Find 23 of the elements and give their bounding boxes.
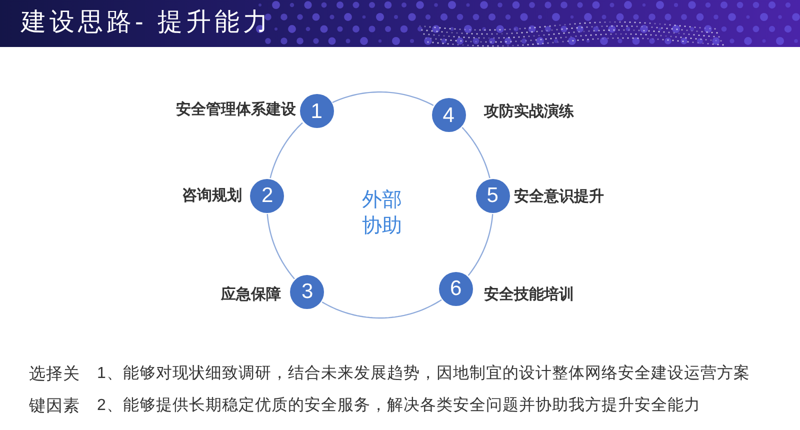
step-number-circle: 6 (438, 272, 473, 306)
ring-arc (332, 91, 434, 106)
key-factor-item: 2、能够提供长期稳定优质的安全服务，解决各类安全问题并协助我方提升安全能力 (97, 396, 700, 416)
ring-arc (468, 214, 494, 276)
step-number-circle: 3 (290, 274, 324, 309)
ring-arc (322, 299, 442, 319)
ring-arc (462, 126, 490, 178)
center-label: 外部协助 (361, 188, 403, 239)
page-title: 建设思路- 提升能力 (21, 7, 272, 37)
step-number-circle: 4 (432, 98, 466, 132)
step-label: 攻防实战演练 (484, 102, 574, 122)
step-number-circle: 1 (300, 94, 334, 128)
key-factor-item: 1、能够对现状细致调研，结合未来发展趋势，因地制宜的设计整体网络安全建设运营方案 (97, 363, 750, 384)
ring-arc (266, 214, 295, 280)
step-number-circle: 5 (476, 178, 510, 213)
step-number-circle: 2 (250, 178, 284, 213)
key-factors-heading: 选择关键因素 (29, 364, 81, 417)
step-label: 安全管理体系建设 (176, 100, 296, 120)
ring-arc (270, 122, 303, 178)
step-label: 咨询规划 (182, 186, 242, 206)
step-label: 安全技能培训 (484, 285, 574, 305)
step-label: 安全意识提升 (514, 187, 604, 207)
step-label: 应急保障 (221, 285, 281, 305)
